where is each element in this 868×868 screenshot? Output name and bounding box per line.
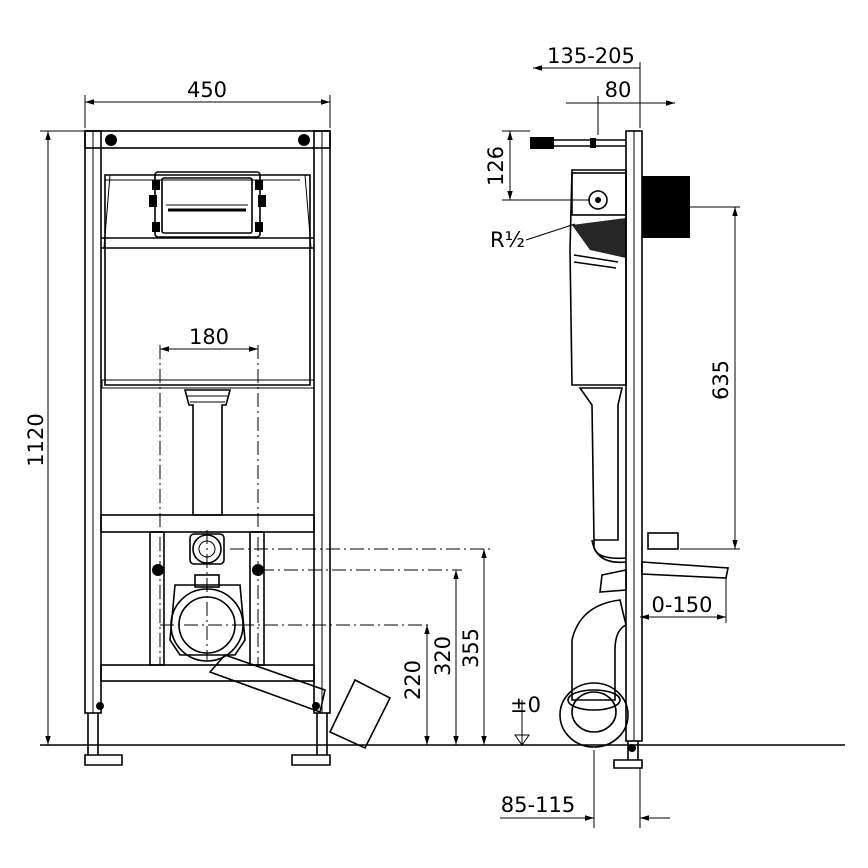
- dim-1120: 1120: [24, 130, 84, 745]
- drain-pipe: [208, 654, 326, 714]
- dim-126: 126: [484, 130, 590, 201]
- dim-85-115: 85-115: [500, 750, 670, 828]
- side-cistern: [569, 169, 627, 386]
- cistern: [104, 174, 311, 386]
- dim-220-label: 220: [401, 660, 425, 700]
- dim-180: 180: [160, 325, 258, 352]
- thread-label: R½: [490, 228, 525, 252]
- dim-355-label: 355: [459, 628, 483, 668]
- outlet-bend: [169, 584, 246, 656]
- floor-level-mark: ±0: [510, 693, 541, 746]
- side-outlet-bend: [571, 599, 627, 701]
- dim-450-label: 450: [187, 78, 227, 102]
- top-rail: [84, 130, 331, 149]
- flush-plate: [642, 176, 690, 238]
- dim-0-150-label: 0-150: [651, 593, 712, 617]
- dim-180-label: 180: [189, 325, 229, 349]
- thread-callout: R½: [490, 223, 576, 252]
- bottom-rail: [100, 664, 315, 682]
- flush-pipe: [183, 389, 232, 516]
- dim-80: 80: [566, 78, 675, 135]
- dim-450: 450: [84, 78, 331, 128]
- front-view: [84, 130, 392, 766]
- dim-635-label: 635: [709, 360, 733, 400]
- dim-635: 635: [680, 206, 740, 550]
- dim-0-150: 0-150: [640, 575, 727, 623]
- dim-320-label: 320: [431, 636, 455, 676]
- dim-1120-label: 1120: [24, 413, 48, 466]
- dim-220-320-355: 220 320 355: [230, 548, 490, 745]
- dim-126-label: 126: [484, 146, 508, 186]
- dim-135-205: 135-205: [533, 44, 641, 128]
- side-view: [530, 130, 729, 769]
- dim-80-label: 80: [605, 78, 632, 102]
- floor-level-label: ±0: [510, 693, 541, 717]
- middle-rail: [100, 514, 315, 533]
- dim-85-115-label: 85-115: [501, 793, 575, 817]
- dim-135-205-label: 135-205: [547, 44, 635, 68]
